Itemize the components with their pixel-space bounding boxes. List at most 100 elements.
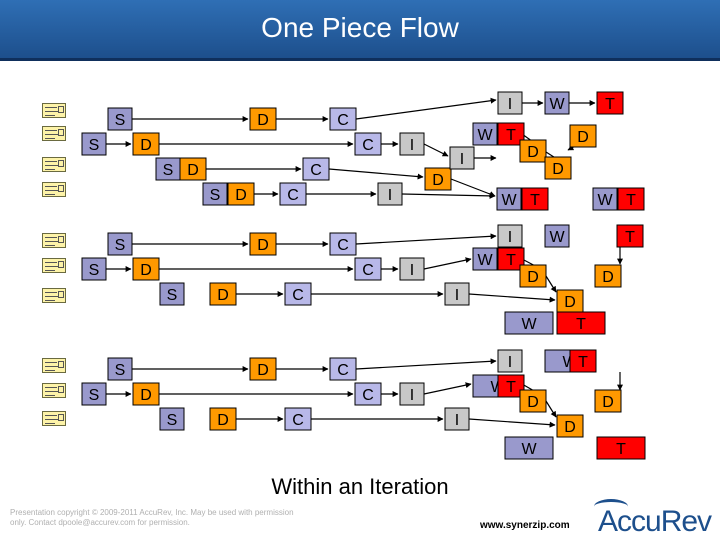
task-box-fill bbox=[377, 182, 403, 206]
flow-arrow bbox=[401, 192, 496, 199]
task-box-fill bbox=[497, 247, 525, 271]
task-box-s: S bbox=[155, 157, 181, 181]
task-box-label: C bbox=[310, 162, 322, 179]
task-box-label: S bbox=[115, 237, 126, 254]
task-box-fill bbox=[596, 436, 646, 460]
flow-arrow bbox=[328, 168, 424, 180]
task-box-fill bbox=[504, 311, 554, 335]
task-box-s: S bbox=[81, 132, 107, 156]
flow-arrow bbox=[423, 143, 449, 157]
task-box-label: I bbox=[410, 137, 414, 154]
flow-arrow bbox=[468, 418, 556, 428]
task-box-fill bbox=[249, 107, 277, 131]
task-box-d: D bbox=[556, 414, 584, 438]
task-box-label: W bbox=[501, 192, 517, 209]
task-box-fill bbox=[497, 374, 525, 398]
task-box-fill bbox=[497, 122, 525, 146]
task-box-label: S bbox=[167, 287, 178, 304]
task-box-w: W bbox=[504, 311, 554, 335]
task-box-label: I bbox=[410, 262, 414, 279]
task-box-label: D bbox=[552, 161, 564, 178]
diagram-caption: Within an Iteration bbox=[271, 474, 449, 499]
task-box-label: S bbox=[115, 112, 126, 129]
task-box-d: D bbox=[132, 132, 160, 156]
task-box-d: D bbox=[249, 232, 277, 256]
task-box-t: T bbox=[616, 224, 644, 248]
task-box-fill bbox=[594, 264, 622, 288]
task-box-s: S bbox=[107, 107, 133, 131]
task-box-s: S bbox=[202, 182, 228, 206]
task-box-fill bbox=[424, 167, 452, 191]
task-box-label: C bbox=[292, 412, 304, 429]
task-box-fill bbox=[594, 389, 622, 413]
task-box-fill bbox=[284, 407, 312, 431]
task-box-label: C bbox=[337, 362, 349, 379]
task-box-i: I bbox=[444, 407, 470, 431]
story-card-icon bbox=[42, 411, 66, 426]
task-box-label: T bbox=[616, 441, 626, 458]
task-box-label: D bbox=[432, 172, 444, 189]
task-box-label: C bbox=[362, 137, 374, 154]
task-box-label: C bbox=[337, 112, 349, 129]
task-box-s: S bbox=[81, 382, 107, 406]
flow-arrow bbox=[468, 293, 556, 303]
website-link[interactable]: www.synerzip.com bbox=[480, 520, 570, 531]
task-box-fill bbox=[399, 257, 425, 281]
task-box-d: D bbox=[519, 139, 547, 163]
task-box-fill bbox=[159, 282, 185, 306]
task-box-t: T bbox=[497, 122, 525, 146]
task-box-label: W bbox=[521, 316, 537, 333]
story-card-icon bbox=[42, 358, 66, 373]
task-box-fill bbox=[132, 382, 160, 406]
task-box-label: D bbox=[217, 412, 229, 429]
task-box-t: T bbox=[497, 374, 525, 398]
task-box-fill bbox=[544, 224, 570, 248]
task-box-d: D bbox=[519, 389, 547, 413]
task-box-fill bbox=[354, 132, 382, 156]
task-box-fill bbox=[107, 107, 133, 131]
task-box-label: I bbox=[455, 412, 459, 429]
story-card-icon bbox=[42, 182, 66, 197]
task-box-w: W bbox=[544, 91, 570, 115]
task-box-fill bbox=[81, 382, 107, 406]
task-box-d: D bbox=[556, 289, 584, 313]
task-box-label: D bbox=[140, 387, 152, 404]
task-box-i: I bbox=[497, 91, 523, 115]
header-bar bbox=[0, 0, 720, 58]
task-box-fill bbox=[556, 311, 606, 335]
task-box-c: C bbox=[279, 182, 307, 206]
task-box-fill bbox=[556, 414, 584, 438]
task-box-label: D bbox=[140, 137, 152, 154]
task-box-d: D bbox=[249, 357, 277, 381]
task-box-d: D bbox=[132, 382, 160, 406]
task-box-fill bbox=[227, 182, 255, 206]
task-box-s: S bbox=[107, 357, 133, 381]
task-box-label: D bbox=[257, 237, 269, 254]
task-box-c: C bbox=[354, 257, 382, 281]
task-box-fill bbox=[444, 407, 470, 431]
task-box-d: D bbox=[209, 282, 237, 306]
task-box-label: D bbox=[564, 419, 576, 436]
task-box-label: C bbox=[337, 237, 349, 254]
task-box-fill bbox=[81, 132, 107, 156]
page-title: One Piece Flow bbox=[261, 12, 459, 43]
task-box-t: T bbox=[521, 187, 549, 211]
story-card-icon bbox=[42, 233, 66, 248]
task-box-label: D bbox=[602, 394, 614, 411]
task-box-label: D bbox=[577, 129, 589, 146]
task-box-label: S bbox=[167, 412, 178, 429]
task-box-label: C bbox=[362, 262, 374, 279]
task-box-fill bbox=[302, 157, 330, 181]
story-card-icon bbox=[42, 103, 66, 118]
task-box-c: C bbox=[329, 357, 357, 381]
task-box-fill bbox=[249, 357, 277, 381]
task-box-fill bbox=[209, 407, 237, 431]
task-box-d: D bbox=[569, 124, 597, 148]
task-box-i: I bbox=[449, 146, 475, 170]
task-box-fill bbox=[504, 436, 554, 460]
task-box-d: D bbox=[179, 157, 207, 181]
task-box-label: D bbox=[257, 362, 269, 379]
task-box-t: T bbox=[617, 187, 645, 211]
task-box-fill bbox=[209, 282, 237, 306]
flow-arrow bbox=[450, 178, 496, 197]
